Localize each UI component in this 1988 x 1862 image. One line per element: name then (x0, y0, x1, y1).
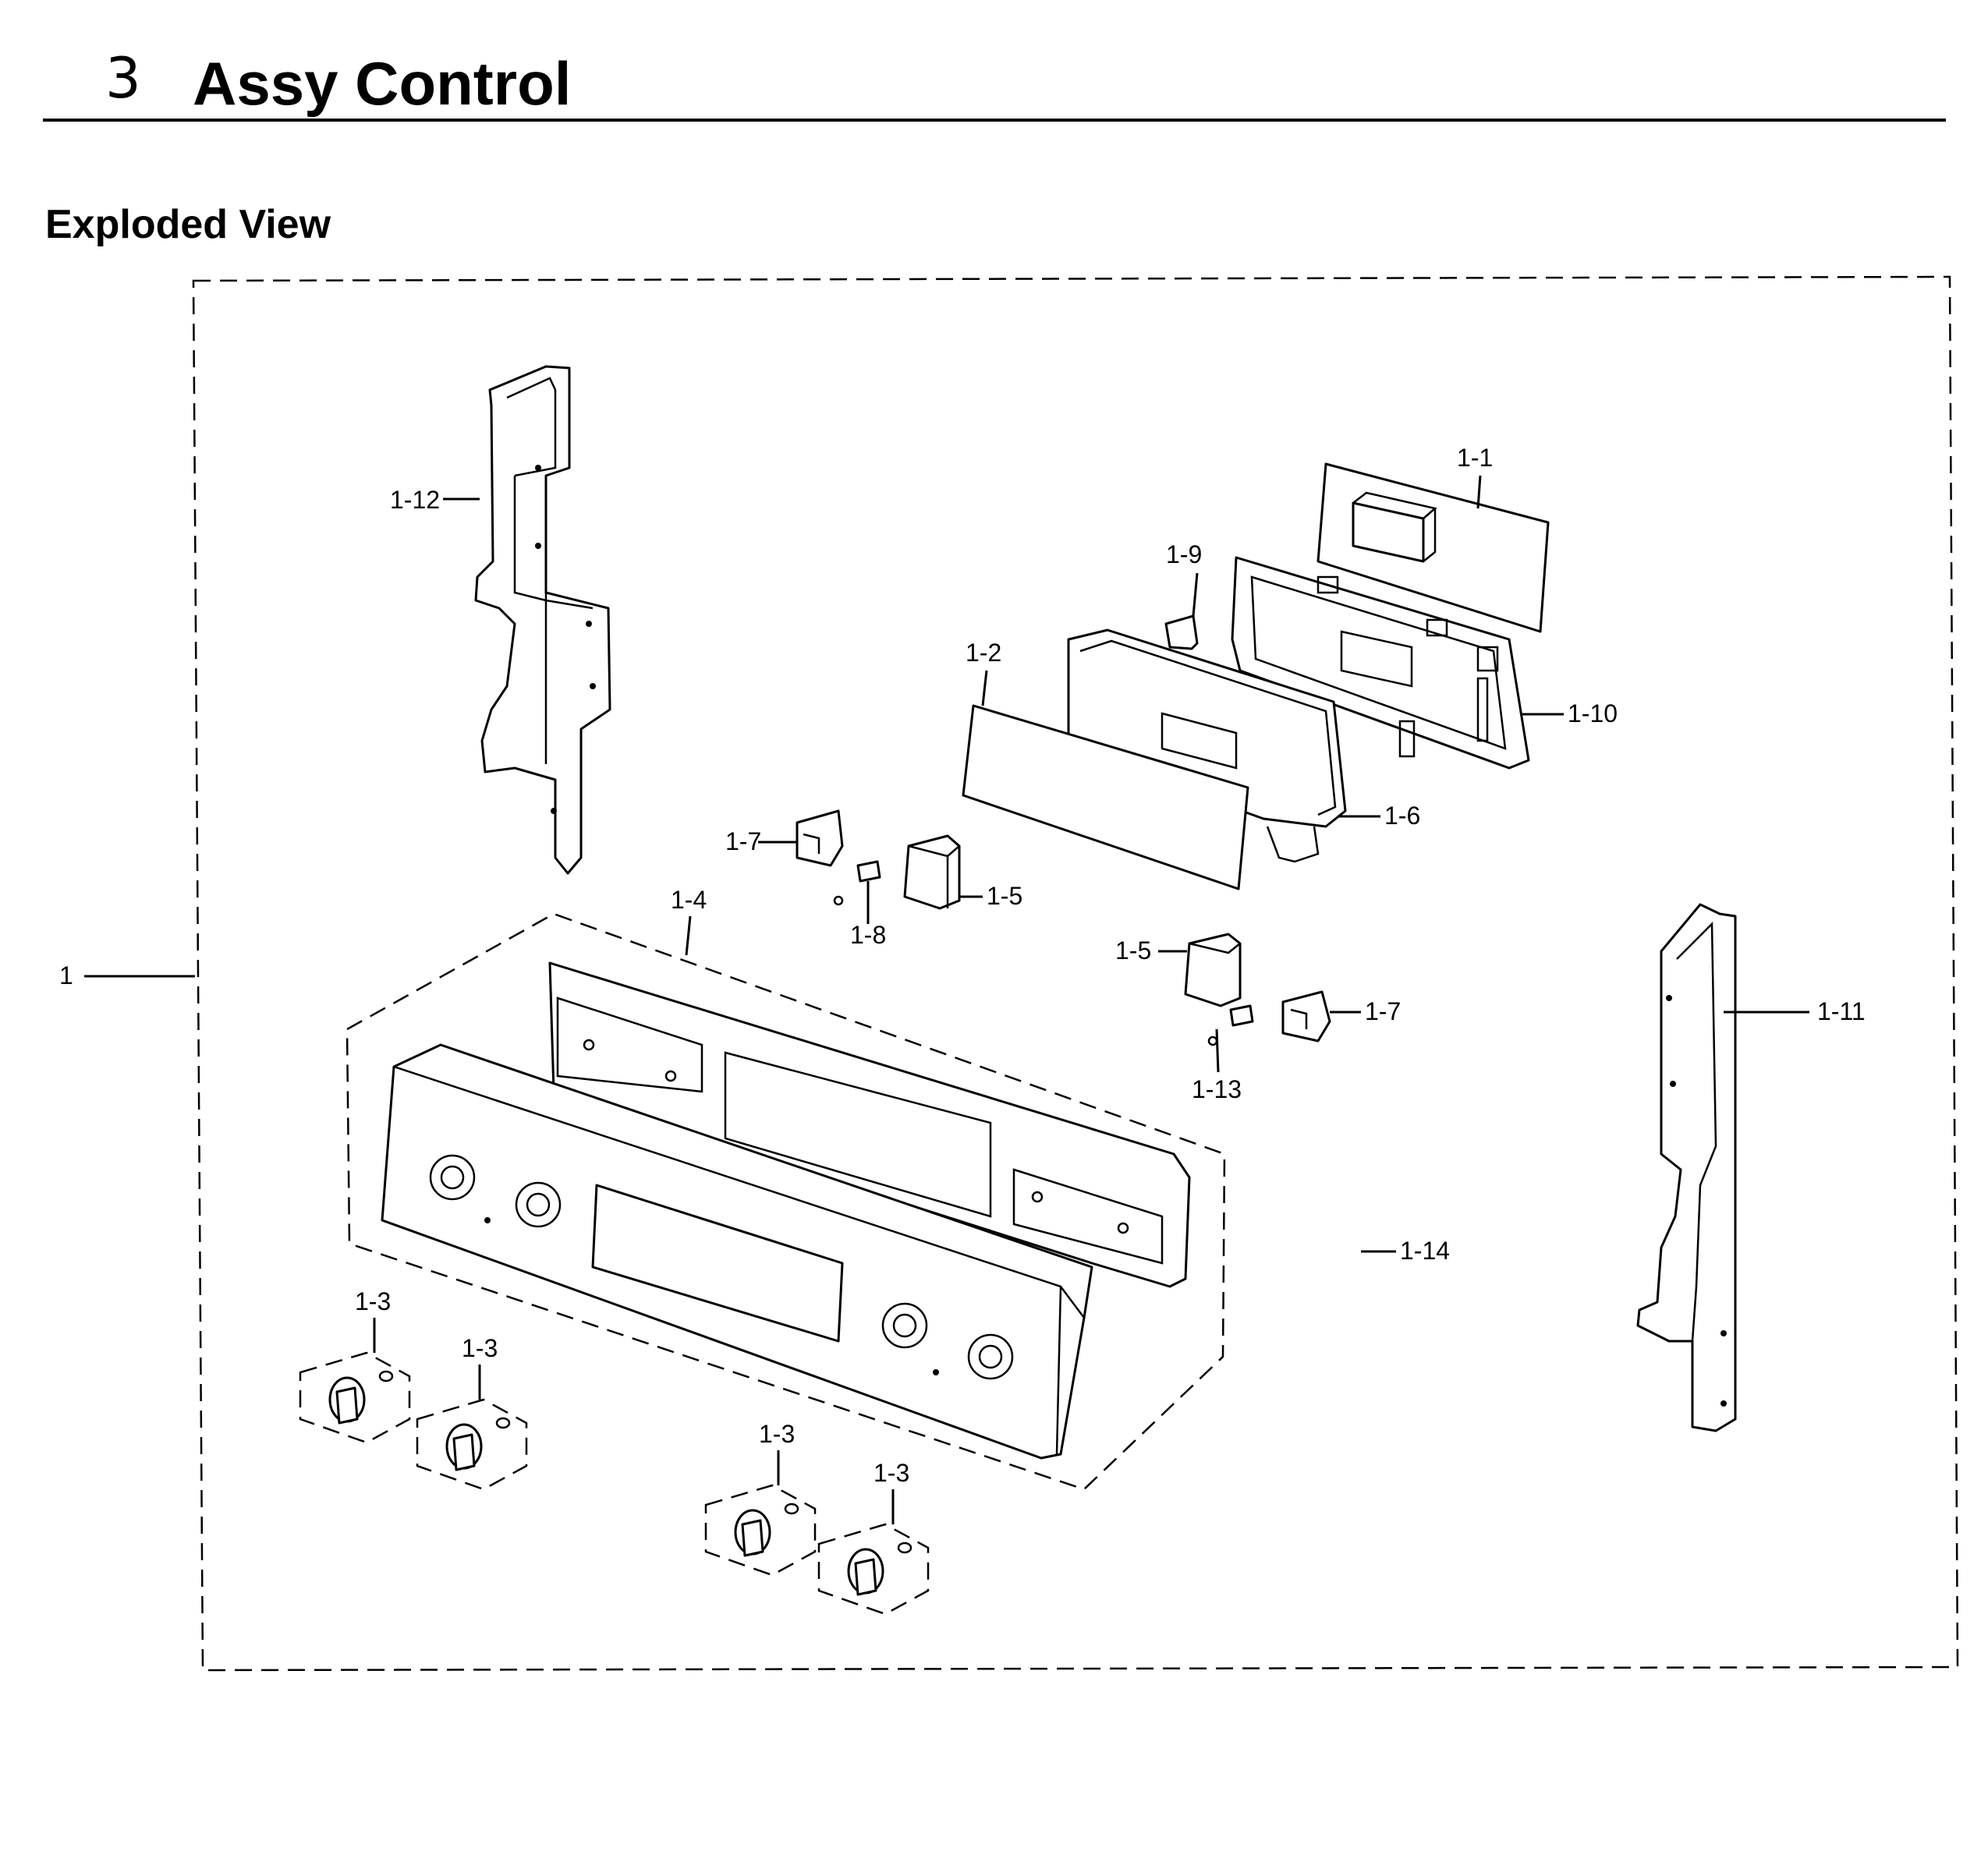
part-1-8-insert (833, 860, 881, 906)
callout-1-9: 1-9 (1166, 540, 1202, 568)
callout-1: 1 (59, 961, 73, 989)
callout-1-3-a: 1-3 (355, 1287, 391, 1315)
panel-group-boundary (346, 912, 1226, 1491)
part-1-7-switch-upper (796, 809, 844, 867)
subtitle: Exploded View (45, 202, 331, 247)
callout-1-3-c: 1-3 (759, 1420, 795, 1448)
callout-1-7-lower: 1-7 (1365, 997, 1401, 1025)
part-1-11-right-bracket (1636, 903, 1737, 1432)
part-1-5-encoder-upper (903, 834, 961, 910)
callout-1-4: 1-4 (671, 886, 707, 914)
callout-1-3-d: 1-3 (874, 1459, 909, 1487)
callout-1-5-lower: 1-5 (1115, 936, 1151, 965)
part-1-7-switch-lower (1281, 990, 1331, 1043)
callout-1-6: 1-6 (1384, 802, 1420, 830)
part-1-10-frame (1231, 556, 1530, 770)
section-number: 3 (105, 45, 141, 111)
callout-1-8: 1-8 (850, 921, 886, 949)
part-1-5-encoder-lower (1184, 933, 1242, 1007)
callout-1-13: 1-13 (1192, 1075, 1242, 1103)
callout-1-3-b: 1-3 (462, 1334, 498, 1362)
section-title: Assy Control (193, 49, 572, 118)
part-1-12-left-bracket (474, 365, 611, 875)
part-1-9-clip (1164, 614, 1199, 650)
part-1-3-knob-b (416, 1398, 528, 1491)
assembly-boundary (192, 275, 1959, 1672)
callout-1-2: 1-2 (966, 639, 1001, 667)
part-1-14-front-panel (381, 1043, 1093, 1460)
callout-1-11: 1-11 (1817, 997, 1866, 1025)
callout-1-7-upper: 1-7 (725, 827, 761, 855)
section-header: 3 Assy Control (43, 31, 1946, 122)
part-1-1-pcb (1316, 462, 1550, 633)
part-1-3-knob-a (299, 1351, 411, 1444)
callout-1-1: 1-1 (1457, 444, 1493, 472)
part-1-2-window (962, 704, 1249, 890)
callout-1-12: 1-12 (390, 486, 440, 514)
part-1-13-insert (1207, 1004, 1254, 1046)
callout-1-5-upper: 1-5 (987, 882, 1022, 910)
part-1-3-knob-d (817, 1523, 930, 1616)
callout-1-14: 1-14 (1400, 1237, 1450, 1265)
callout-1-10: 1-10 (1568, 699, 1618, 727)
part-1-3-knob-c (704, 1484, 817, 1577)
